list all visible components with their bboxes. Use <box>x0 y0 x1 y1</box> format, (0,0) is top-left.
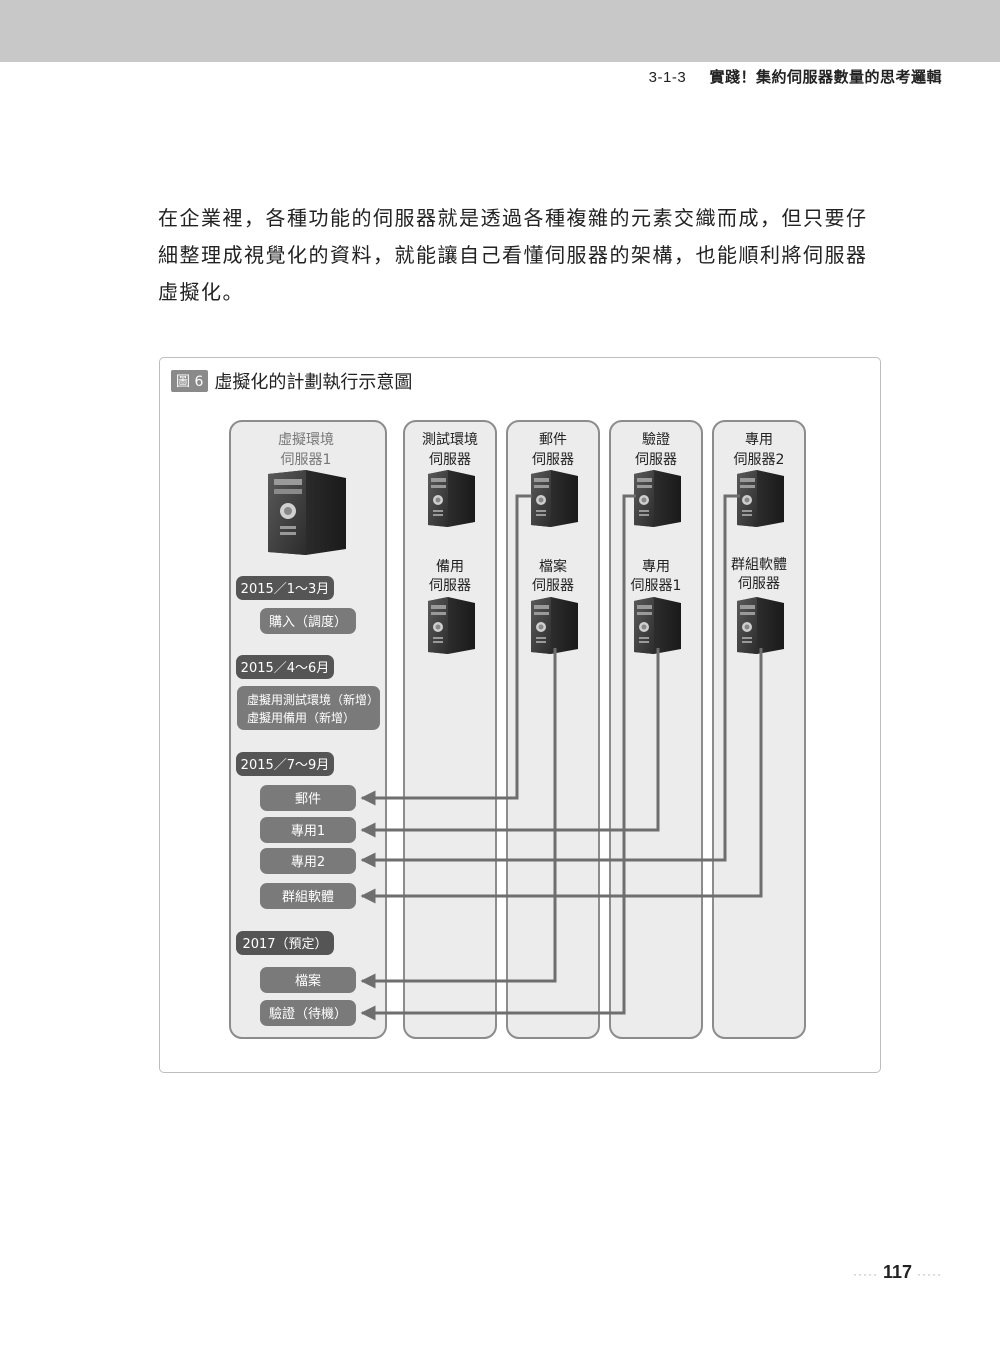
figure-badge: 圖 6 <box>171 370 209 392</box>
arrow-dedicated2 <box>360 494 740 868</box>
col3-bottom-label-2: 伺服器1 <box>631 578 682 594</box>
server-icon-dedicated2 <box>737 470 784 527</box>
virtual-server-icon <box>268 470 346 555</box>
figure-title: 虛擬化的計劃執行示意圖 <box>214 372 413 393</box>
svg-text:專用2: 專用2 <box>291 855 325 870</box>
task-dedicated1: 專用1 <box>260 817 356 843</box>
period-2015-q2: 2015／4～6月 <box>236 655 334 679</box>
page-dots-right: ····· <box>917 1267 942 1281</box>
svg-text:郵件: 郵件 <box>295 792 321 807</box>
col1-bottom-label-2: 伺服器 <box>429 578 471 594</box>
arrow-file <box>360 648 557 989</box>
virtual-server-label-2: 伺服器1 <box>281 452 332 468</box>
panel-column-1 <box>403 420 497 1039</box>
col1-bottom-label-1: 備用 <box>436 559 464 575</box>
page-dots-left: ····· <box>852 1267 878 1281</box>
col2-top-label-1: 郵件 <box>539 432 567 448</box>
col1-top-label-2: 伺服器 <box>429 452 471 468</box>
col3-top-label-2: 伺服器 <box>635 452 677 468</box>
svg-text:2015／4～6月: 2015／4～6月 <box>241 661 330 676</box>
col2-bottom-label-2: 伺服器 <box>532 578 574 594</box>
panel-column-3 <box>609 420 703 1039</box>
task-new-virtual: 虛擬用測試環境（新增） 虛擬用備用（新增） <box>237 686 380 730</box>
top-band <box>0 0 1000 62</box>
server-icon-mail <box>531 470 578 527</box>
server-icon-auth <box>634 470 681 527</box>
col4-bottom-label-2: 伺服器 <box>738 576 780 592</box>
svg-text:檔案: 檔案 <box>295 974 321 989</box>
virtual-server-label-1: 虛擬環境 <box>278 432 334 448</box>
running-head: 3-1-3 實踐！集約伺服器數量的思考邏輯 <box>649 66 942 87</box>
col4-bottom-label-1: 群組軟體 <box>731 557 787 573</box>
svg-text:虛擬用測試環境（新增）: 虛擬用測試環境（新增） <box>247 692 379 707</box>
task-dedicated2: 專用2 <box>260 848 356 874</box>
server-icon-backup <box>428 597 475 654</box>
page-number-value: 117 <box>882 1262 912 1282</box>
col4-top-label-1: 專用 <box>745 432 773 448</box>
server-icons <box>428 470 784 654</box>
arrow-dedicated1 <box>360 648 660 838</box>
col3-bottom-label-1: 專用 <box>642 559 670 575</box>
arrow-groupware <box>360 648 763 904</box>
server-icon-test <box>428 470 475 527</box>
task-mail: 郵件 <box>260 785 356 811</box>
section-number: 3-1-3 <box>648 69 687 86</box>
arrow-mail <box>360 494 532 806</box>
task-file: 檔案 <box>260 967 356 993</box>
task-groupware: 群組軟體 <box>260 883 356 909</box>
col3-top-label-1: 驗證 <box>642 431 670 448</box>
panel-column-2 <box>506 420 600 1039</box>
svg-text:2015／1～3月: 2015／1～3月 <box>241 582 330 597</box>
body-paragraph: 在企業裡，各種功能的伺服器就是透過各種複雜的元素交織而成，但只要仔細整理成視覺化… <box>158 206 868 304</box>
period-2017: 2017（預定） <box>236 931 334 955</box>
svg-text:驗證（待機）: 驗證（待機） <box>269 1006 347 1022</box>
col4-top-label-2: 伺服器2 <box>734 452 785 468</box>
page-number: ····· 117 ····· <box>853 1262 942 1283</box>
arrow-auth-standby <box>360 494 636 1021</box>
period-2015-q1: 2015／1～3月 <box>236 576 334 600</box>
section-title: 實踐！集約伺服器數量的思考邏輯 <box>709 68 942 86</box>
svg-text:專用1: 專用1 <box>291 824 325 839</box>
server-icon-groupware <box>737 597 784 654</box>
server-icon-file <box>531 597 578 654</box>
period-2015-q3: 2015／7～9月 <box>236 752 334 776</box>
svg-text:群組軟體: 群組軟體 <box>282 889 334 905</box>
col1-top-label-1: 測試環境 <box>422 432 478 448</box>
migration-arrows <box>360 494 763 1021</box>
panel-column-4 <box>712 420 806 1039</box>
svg-text:購入（調度）: 購入（調度） <box>269 614 347 630</box>
col2-top-label-2: 伺服器 <box>532 452 574 468</box>
server-icon-dedicated1 <box>634 597 681 654</box>
svg-text:虛擬用備用（新增）: 虛擬用備用（新增） <box>247 710 355 725</box>
task-purchase: 購入（調度） <box>260 608 356 634</box>
task-auth-standby: 驗證（待機） <box>260 1000 356 1026</box>
col2-bottom-label-1: 檔案 <box>539 558 567 575</box>
svg-text:2017（預定）: 2017（預定） <box>242 937 327 952</box>
svg-text:2015／7～9月: 2015／7～9月 <box>241 758 330 773</box>
